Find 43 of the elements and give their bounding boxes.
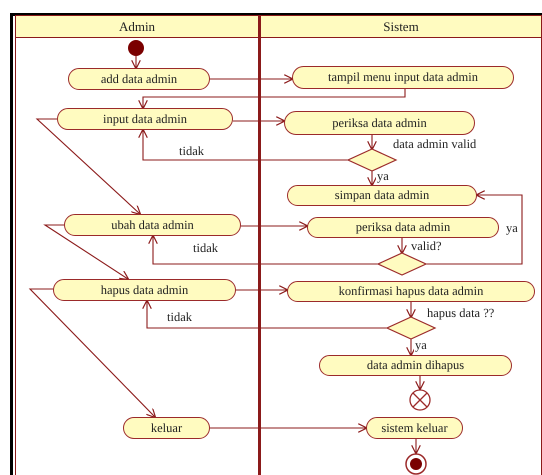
- arrow: [396, 238, 408, 254]
- action-node: simpan data admin: [287, 185, 477, 206]
- action-node: tampil menu input data admin: [292, 66, 514, 89]
- action-node: data admin dihapus: [319, 355, 512, 376]
- arrow: [410, 439, 422, 454]
- lane-header: Sistem: [261, 16, 541, 38]
- arrow: [36, 118, 142, 216]
- arrow: [414, 376, 426, 390]
- action-node: ubah data admin: [64, 214, 241, 236]
- guard-label: tidak: [192, 242, 219, 255]
- guard-label: tidak: [166, 311, 193, 324]
- guard-label: data admin valid: [392, 138, 478, 151]
- arrow: [138, 89, 406, 110]
- arrow: [426, 190, 523, 265]
- arrow: [406, 302, 416, 318]
- guard-label: valid?: [410, 240, 443, 253]
- arrow: [366, 171, 378, 186]
- lane-header: Admin: [16, 16, 258, 38]
- arrow: [28, 288, 156, 418]
- guard-label: hapus data ??: [426, 307, 496, 320]
- arrow: [138, 128, 348, 161]
- swimlane: [260, 15, 542, 475]
- arrow: [130, 56, 142, 70]
- arrow: [148, 234, 378, 265]
- action-node: periksa data admin: [284, 111, 475, 135]
- swimlane: [15, 15, 261, 475]
- action-node: input data admin: [57, 108, 233, 130]
- arrow: [210, 422, 368, 434]
- arrow: [233, 116, 286, 126]
- action-node: sistem keluar: [366, 417, 463, 439]
- arrow: [43, 224, 130, 280]
- arrow: [241, 220, 308, 232]
- guard-label: tidak: [178, 145, 205, 158]
- arrow: [366, 135, 378, 150]
- arrow: [236, 284, 288, 296]
- arrow: [406, 339, 416, 356]
- action-node: periksa data admin: [307, 217, 499, 238]
- arrow: [210, 74, 294, 84]
- action-node: konfirmasi hapus data admin: [287, 281, 535, 302]
- action-node: keluar: [123, 417, 210, 439]
- action-node: add data admin: [68, 68, 210, 90]
- arrow: [142, 300, 387, 329]
- action-node: hapus data admin: [53, 279, 236, 301]
